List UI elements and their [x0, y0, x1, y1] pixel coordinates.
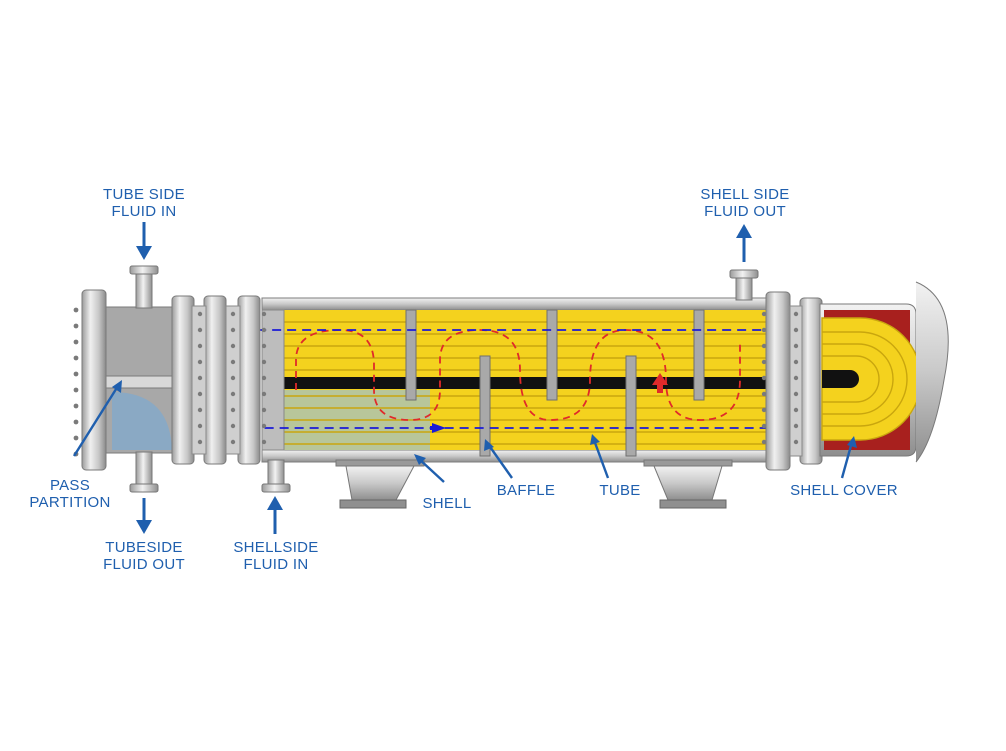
label-line: PARTITION — [29, 494, 111, 511]
label-line: TUBE SIDE — [103, 186, 185, 203]
label-tube: TUBE — [599, 482, 641, 499]
label-tube-side-fluid-in: TUBE SIDE FLUID IN — [92, 186, 196, 220]
shell-cover — [819, 281, 949, 463]
label-line: FLUID IN — [243, 556, 309, 573]
tube-side-inlet-nozzle — [129, 265, 159, 309]
leader-arrowheads — [112, 380, 857, 465]
tube-side-outlet-nozzle — [129, 451, 159, 493]
label-line: FLUID OUT — [704, 203, 786, 220]
flange-bolts-left — [73, 307, 267, 457]
label-tubeside-fluid-out: TUBESIDE FLUID OUT — [88, 539, 200, 573]
blue-flow-arrow — [430, 423, 446, 433]
shell-side-inlet-nozzle — [261, 459, 291, 493]
label-line: FLUID IN — [111, 203, 177, 220]
label-line: SHELLSIDE — [233, 539, 319, 556]
tube-bundle — [284, 321, 768, 445]
baffles — [405, 309, 705, 457]
channel-head — [103, 306, 181, 454]
tie-rod — [284, 377, 768, 389]
leader-lines — [72, 385, 854, 483]
label-line: PASS — [49, 477, 91, 494]
saddle-support-left — [335, 459, 425, 509]
shell-side-outlet-nozzle — [729, 269, 759, 301]
label-pass-partition: PASS PARTITION — [18, 477, 122, 511]
label-shellside-fluid-in: SHELLSIDE FLUID IN — [224, 539, 328, 573]
label-shell-cover: SHELL COVER — [790, 482, 898, 499]
shell-side-flow-path — [295, 329, 741, 421]
label-line: FLUID OUT — [103, 556, 185, 573]
label-shell: SHELL — [422, 495, 472, 512]
label-baffle: BAFFLE — [496, 482, 556, 499]
flanges-right — [765, 291, 823, 471]
label-line: SHELL SIDE — [700, 186, 790, 203]
red-flow-arrow — [652, 373, 668, 393]
callout-arrows — [136, 222, 752, 534]
flange-bolts-right — [761, 311, 799, 445]
label-line: TUBESIDE — [105, 539, 183, 556]
saddle-support-right — [643, 459, 733, 509]
label-shell-side-fluid-out: SHELL SIDE FLUID OUT — [690, 186, 800, 220]
